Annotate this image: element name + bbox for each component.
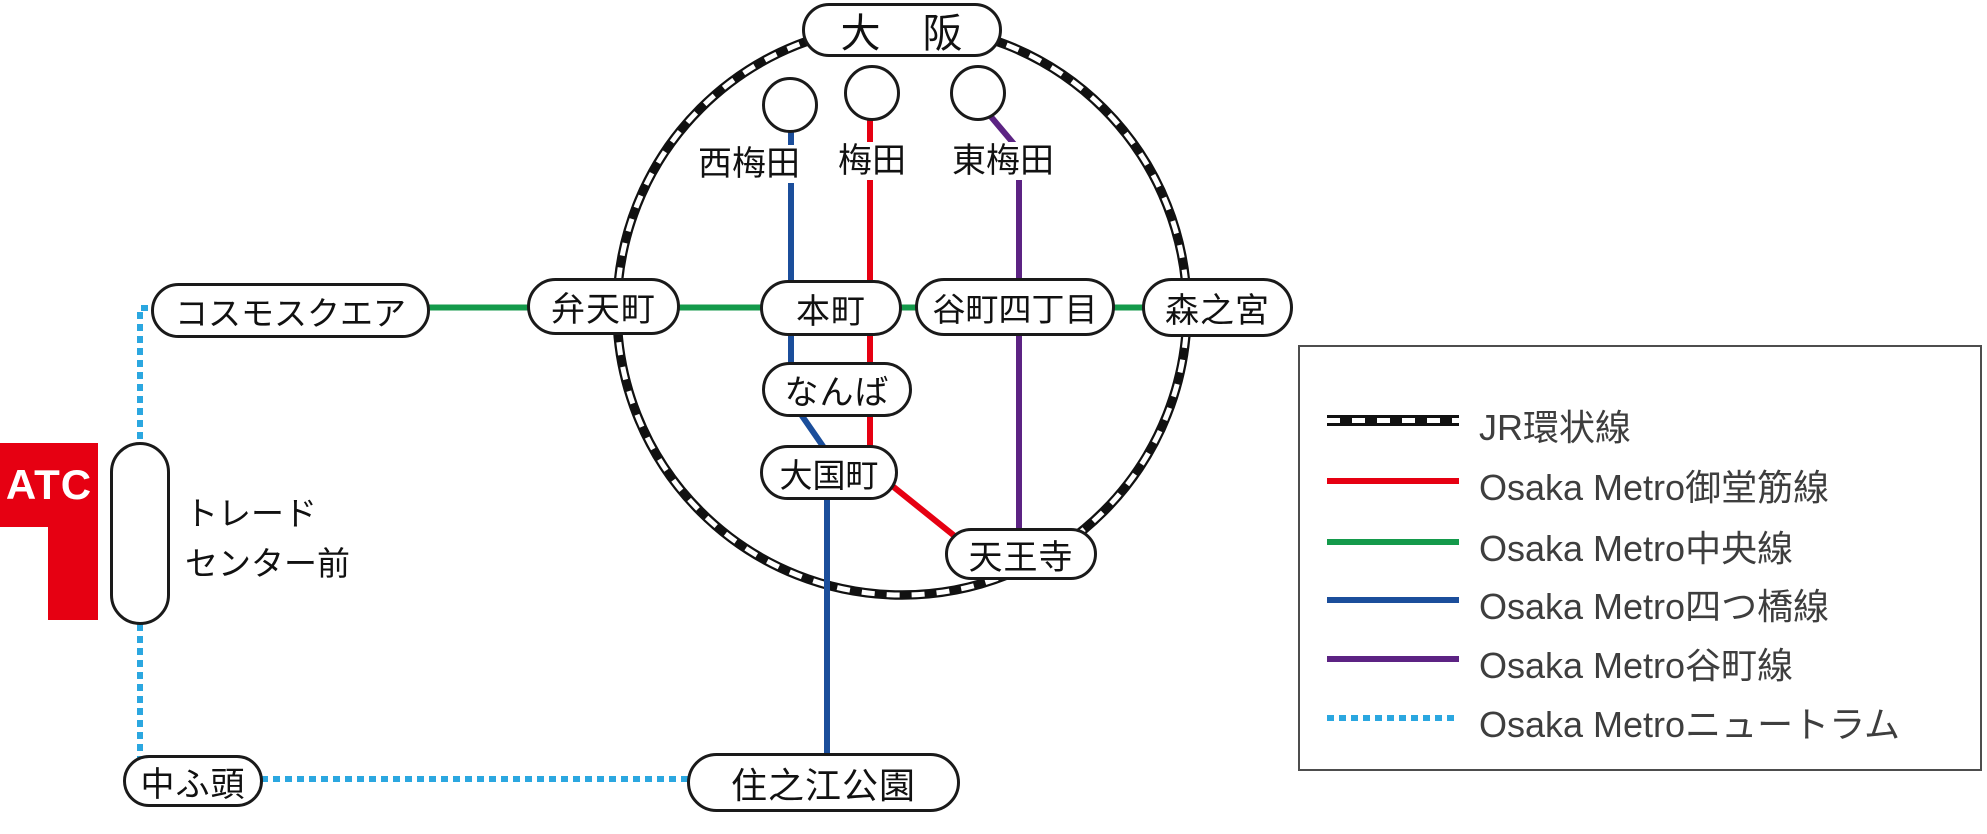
legend-label: Osaka Metroニュートラム bbox=[1479, 704, 1900, 745]
station-tanimachi4chome: 谷町四丁目 bbox=[915, 278, 1115, 336]
legend-label: Osaka Metro四つ橋線 bbox=[1479, 586, 1830, 627]
station-label-tradecenter: トレード センター前 bbox=[185, 489, 350, 589]
station-circle-nishiumeda bbox=[762, 77, 818, 133]
tradecenter-label-line1: トレード bbox=[185, 495, 317, 532]
legend-label: JR環状線 bbox=[1479, 407, 1631, 448]
tradecenter-label-line2: センター前 bbox=[185, 545, 350, 582]
station-label-higashiumeda: 東梅田 bbox=[951, 142, 1055, 180]
station-namba: なんば bbox=[762, 362, 912, 417]
newtram-swatch bbox=[1327, 715, 1459, 721]
station-circle-higashiumeda bbox=[950, 65, 1006, 121]
atc-badge: ATC bbox=[0, 443, 98, 527]
station-tradecenter-capsule bbox=[110, 442, 170, 625]
station-cosmosquare: コスモスクエア bbox=[151, 283, 430, 338]
midosuji-swatch bbox=[1327, 478, 1459, 484]
tanimachi-swatch bbox=[1327, 656, 1459, 662]
station-label-umeda: 梅田 bbox=[837, 142, 907, 180]
station-circle-umeda bbox=[844, 65, 900, 121]
station-bentencho: 弁天町 bbox=[527, 278, 680, 335]
station-nakafuto: 中ふ頭 bbox=[123, 755, 263, 807]
yotsubashi-line bbox=[788, 125, 830, 770]
station-daikokucho: 大国町 bbox=[760, 445, 898, 500]
station-label-nishiumeda: 西梅田 bbox=[697, 145, 801, 183]
station-hommachi: 本町 bbox=[760, 280, 902, 336]
chuo-swatch bbox=[1327, 539, 1459, 545]
station-tennoji: 天王寺 bbox=[945, 528, 1097, 580]
yotsubashi-swatch bbox=[1327, 597, 1459, 603]
jr-loop-swatch bbox=[1327, 415, 1459, 426]
legend-box: JR環状線 Osaka Metro御堂筋線 Osaka Metro中央線 Osa… bbox=[1298, 345, 1982, 771]
atc-badge-tail bbox=[48, 527, 98, 620]
station-suminoekoen: 住之江公園 bbox=[687, 753, 960, 812]
station-morinomiya: 森之宮 bbox=[1142, 278, 1293, 337]
legend-label: Osaka Metro谷町線 bbox=[1479, 645, 1794, 686]
legend-label: Osaka Metro中央線 bbox=[1479, 528, 1794, 569]
station-osaka: 大 阪 bbox=[802, 3, 1002, 57]
legend-label: Osaka Metro御堂筋線 bbox=[1479, 467, 1830, 508]
